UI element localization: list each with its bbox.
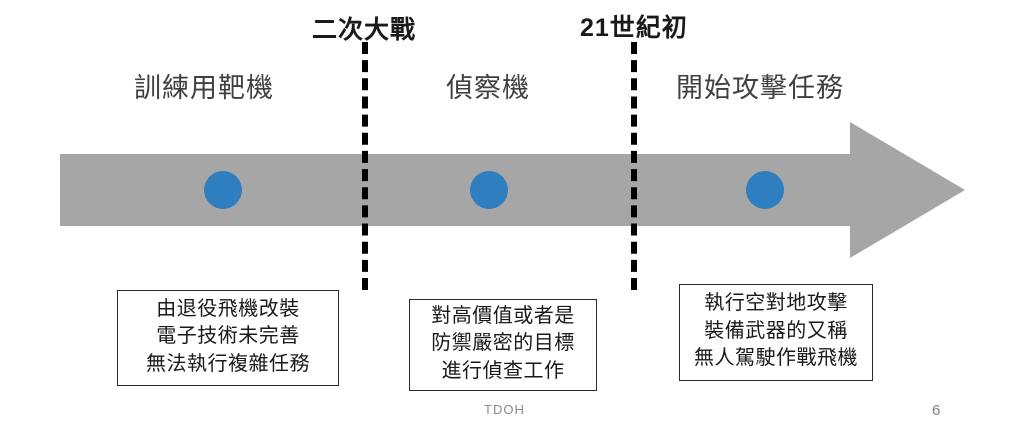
description-line: 裝備武器的又稱 <box>704 319 848 342</box>
description-line: 電子技術未完善 <box>156 325 300 348</box>
description-box-1: 由退役飛機改裝 電子技術未完善 無法執行複雜任務 <box>117 290 339 386</box>
dashed-divider-1 <box>362 42 368 290</box>
description-line: 防禦嚴密的目標 <box>431 332 575 355</box>
divider-label-1: 二次大戰 <box>312 16 417 44</box>
timeline-arrow-shape <box>60 122 965 258</box>
footer-brand: TDOH <box>484 402 525 417</box>
timeline-node-3 <box>746 171 784 209</box>
era-heading-2: 偵察機 <box>446 73 530 103</box>
divider-label-2: 21世紀初 <box>580 14 688 42</box>
timeline-node-1 <box>204 171 242 209</box>
description-line: 無人駕駛作戰飛機 <box>694 347 858 370</box>
dashed-divider-2 <box>631 42 637 290</box>
footer-page-number: 6 <box>932 402 941 419</box>
description-line: 對高價值或者是 <box>431 304 575 327</box>
description-line: 執行空對地攻擊 <box>704 292 848 315</box>
description-box-3: 執行空對地攻擊 裝備武器的又稱 無人駕駛作戰飛機 <box>679 284 873 381</box>
timeline-node-2 <box>470 171 508 209</box>
description-line: 無法執行複雜任務 <box>146 352 310 375</box>
timeline-arrow <box>60 122 965 258</box>
era-heading-1: 訓練用靶機 <box>134 73 274 103</box>
description-box-2: 對高價值或者是 防禦嚴密的目標 進行偵查工作 <box>409 299 597 391</box>
description-line: 由退役飛機改裝 <box>156 297 300 320</box>
era-heading-3: 開始攻擊任務 <box>676 73 844 103</box>
description-line: 進行偵查工作 <box>441 359 565 382</box>
